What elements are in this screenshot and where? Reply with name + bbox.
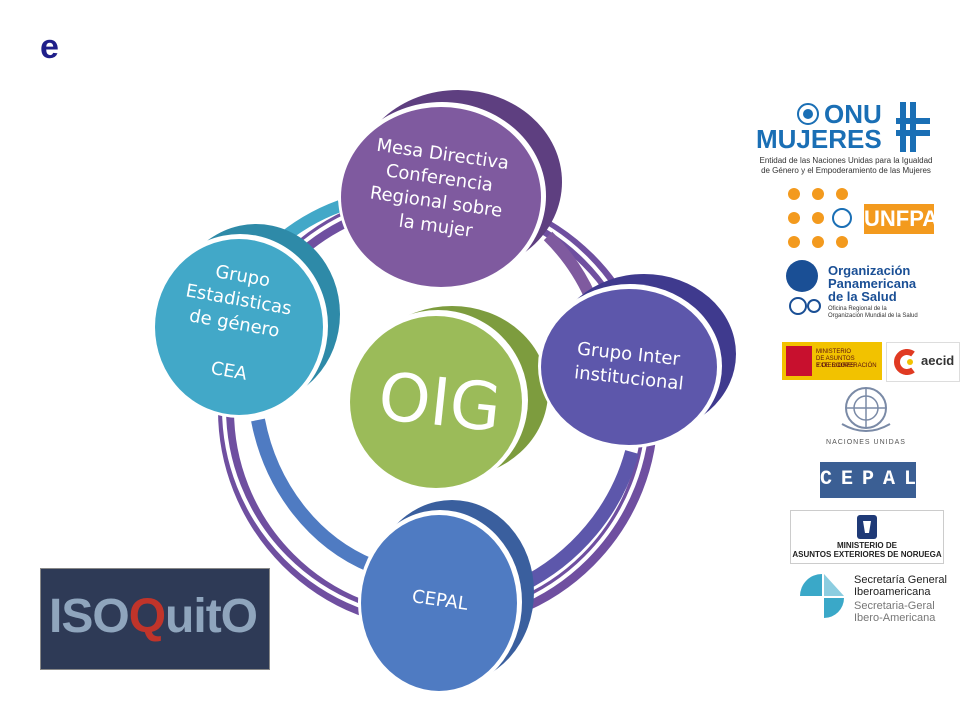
segib-line-4: Ibero-Americana	[854, 612, 936, 624]
cepal-logo: CEPAL	[820, 462, 916, 498]
center-label: OIG	[375, 358, 505, 447]
un-emblem-icon	[796, 102, 820, 130]
ops-line-3: de la Salud	[828, 289, 897, 304]
ops-line-1: Organización	[828, 263, 911, 278]
ministerio-line-1: MINISTERIO	[816, 349, 852, 355]
unfpa-dots-icon	[788, 188, 852, 248]
isoquito-logo: ISOQuitO	[40, 568, 270, 670]
connector-arc-left	[251, 418, 375, 573]
node-cepal: CEPAL	[358, 500, 534, 694]
aecid-wordmark: aecid	[921, 353, 955, 368]
aecid-logo: aecid	[886, 342, 960, 382]
segib-line-1: Secretaría General	[854, 574, 947, 586]
connector-arc-right	[516, 450, 639, 593]
isoquito-post: uitO	[165, 590, 258, 643]
unfpa-logo: UNFPA	[784, 186, 938, 250]
ops-sub-2: Organización Mundial de la Salud	[828, 313, 918, 319]
mujeres-word: MUJERES	[756, 124, 882, 154]
node-grupo-estadisticas: Grupo Estadisticas de género CEA	[152, 224, 340, 418]
paho-emblem-icon	[786, 260, 821, 315]
norway-crest-icon	[857, 515, 877, 539]
segib-logo: Secretaría General Iberoamericana Secret…	[798, 570, 948, 626]
aecid-c-icon	[894, 349, 915, 375]
segib-line-2: Iberoamericana	[854, 586, 931, 598]
noruega-line-1: MINISTERIO DE	[836, 541, 897, 550]
isoquito-pre: ISO	[49, 590, 130, 643]
ops-logo: Organización Panamericana de la Salud Of…	[782, 258, 942, 324]
segib-line-3: Secretaria-Geral	[854, 600, 935, 612]
equality-symbol-icon	[896, 102, 930, 152]
ministerio-line-2: DE ASUNTOS EXTERIORES	[816, 356, 855, 369]
onu-mujeres-sub-1: Entidad de las Naciones Unidas para la I…	[759, 156, 933, 165]
onu-mujeres-sub-2: de Género y el Empoderamiento de las Muj…	[761, 166, 931, 175]
ops-sub-1: Oficina Regional de la	[828, 306, 887, 312]
unfpa-wordmark: UNFPA	[864, 204, 938, 234]
naciones-unidas-label: NACIONES UNIDAS	[826, 439, 906, 446]
segib-emblem-icon	[800, 574, 844, 618]
page-title: e	[40, 28, 59, 66]
center-node: OIG	[348, 306, 548, 490]
onu-word: ONU	[824, 99, 882, 129]
node-grupo-inter: Grupo Inter institucional	[538, 274, 736, 448]
node-mesa-directiva: Mesa Directiva Conferencia Regional sobr…	[338, 90, 562, 290]
noruega-logo: MINISTERIO DE ASUNTOS EXTERIORES DE NORU…	[790, 510, 944, 564]
ministerio-espana-logo: MINISTERIO DE ASUNTOS EXTERIORES Y DE CO…	[782, 342, 882, 380]
ops-line-2: Panamericana	[828, 276, 917, 291]
onu-mujeres-logo: ONU MUJERES Entidad de las Naciones Unid…	[748, 100, 944, 180]
naciones-unidas-logo: NACIONES UNIDAS	[818, 384, 914, 448]
noruega-line-2: ASUNTOS EXTERIORES DE NORUEGA	[792, 550, 942, 559]
isoquito-q: Q	[128, 590, 166, 643]
un-globe-icon	[841, 387, 891, 432]
spain-coat-of-arms-icon	[786, 346, 812, 376]
ministerio-line-3: Y DE COOPERACIÓN	[816, 363, 877, 369]
isoquito-wordmark: ISOQuitO	[49, 589, 258, 644]
